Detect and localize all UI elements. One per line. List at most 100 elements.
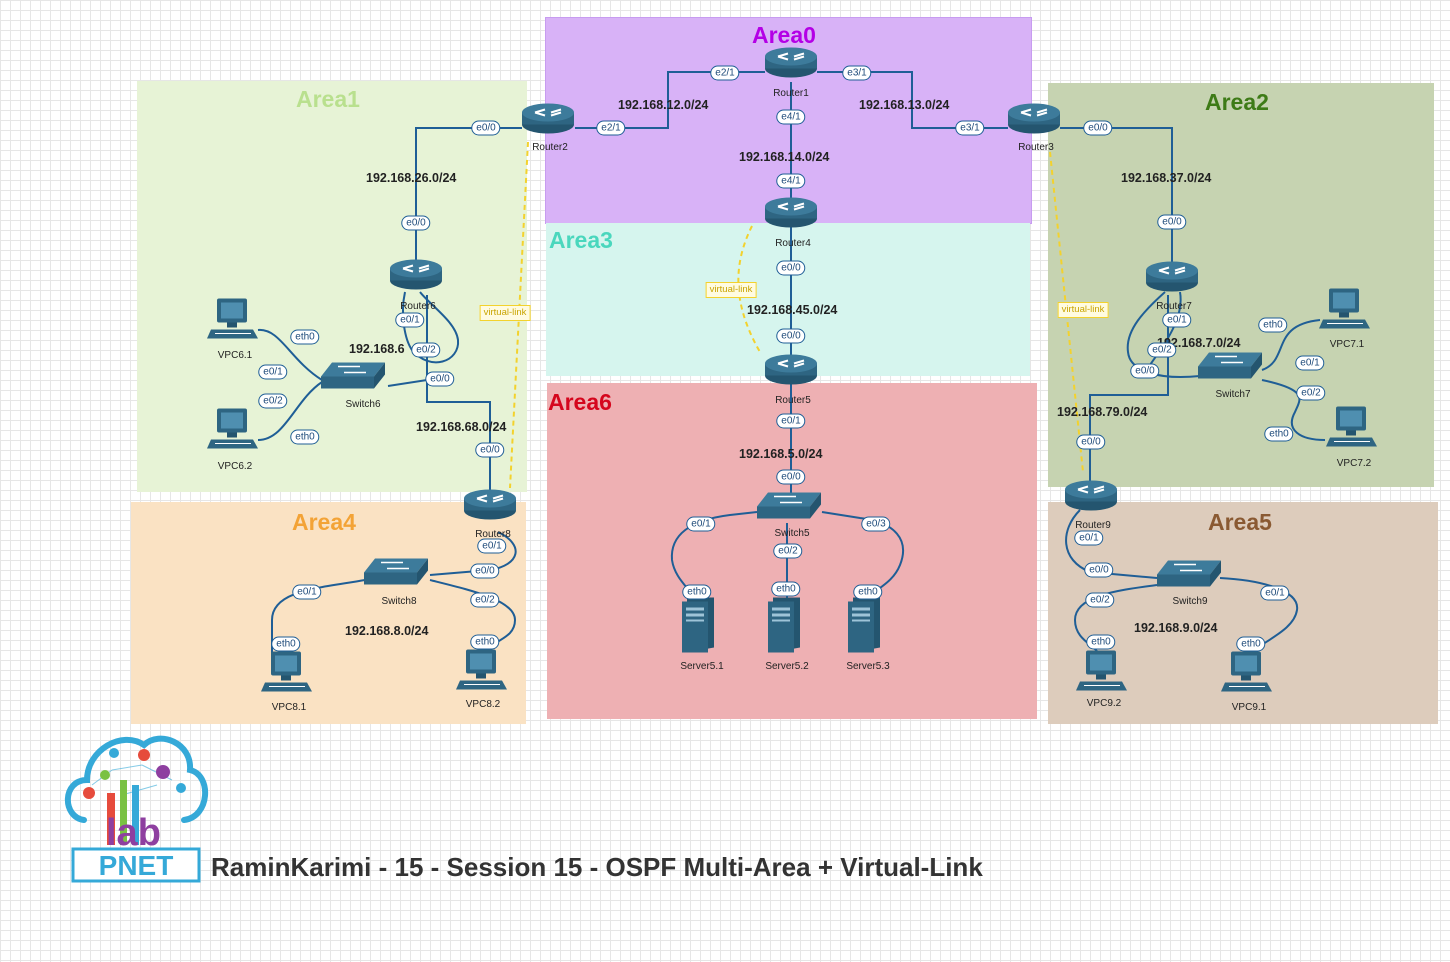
ifc-r5-e00: e0/0 — [776, 328, 806, 344]
link-sw6-vpc61 — [257, 328, 323, 381]
router3-label: Router3 — [1018, 142, 1054, 153]
vpc82-icon[interactable] — [456, 649, 508, 698]
area0-title: Area0 — [752, 22, 816, 48]
router8-icon[interactable] — [463, 487, 517, 526]
vpc71-label: VPC7.1 — [1329, 339, 1365, 350]
router2-icon[interactable] — [521, 101, 575, 140]
ifc-r3-e31: e3/1 — [955, 120, 985, 136]
vpc72-icon[interactable] — [1326, 406, 1378, 455]
ifc-sw8-e01: e0/1 — [292, 584, 322, 600]
link-r2-r6 — [415, 127, 522, 262]
vpc61-icon[interactable] — [207, 298, 259, 347]
switch5-label: Switch5 — [774, 528, 810, 539]
area1-zone — [137, 81, 527, 492]
link-sw6-vpc62 — [257, 381, 323, 441]
link-r7-sw7-b — [1149, 291, 1182, 366]
ifc-r1-e41: e4/1 — [776, 109, 806, 125]
server53-icon[interactable] — [847, 597, 881, 659]
vpc92-icon[interactable] — [1076, 650, 1128, 699]
vpc62-icon[interactable] — [207, 408, 259, 457]
area1-title: Area1 — [296, 86, 360, 112]
link-r7-r9 — [1089, 295, 1169, 485]
router2-label: Router2 — [532, 142, 568, 153]
server51-label: Server5.1 — [680, 661, 724, 672]
ifc-sw9-e00: e0/0 — [1084, 562, 1114, 578]
switch8-icon[interactable] — [363, 557, 429, 592]
net-8: 192.168.8.0/24 — [345, 624, 429, 638]
net-45: 192.168.45.0/24 — [747, 303, 838, 317]
server53-label: Server5.3 — [846, 661, 890, 672]
ifc-r1-e31: e3/1 — [842, 65, 872, 81]
ifc-vpc62-eth0: eth0 — [290, 429, 320, 445]
ifc-vpc91-eth0: eth0 — [1236, 636, 1266, 652]
ifc-sw7-e01: e0/1 — [1295, 355, 1325, 371]
ifc-sw7-e00: e0/0 — [1130, 363, 1160, 379]
vpc72-label: VPC7.2 — [1336, 458, 1372, 469]
vpc71-icon[interactable] — [1319, 288, 1371, 337]
link-r3-r7 — [1060, 127, 1173, 265]
router6-label: Router6 — [400, 301, 436, 312]
ifc-sw9-e02: e0/2 — [1085, 592, 1115, 608]
net-7: 192.168.7.0/24 — [1157, 336, 1241, 350]
router6-icon[interactable] — [389, 257, 443, 296]
ifc-vpc61-eth0: eth0 — [290, 329, 320, 345]
ifc-s53-eth0: eth0 — [853, 584, 883, 600]
ifc-r7-e00: e0/0 — [1157, 214, 1187, 230]
ifc-r1-e21: e2/1 — [710, 65, 740, 81]
ifc-r2-e00: e0/0 — [471, 120, 501, 136]
server51-icon[interactable] — [681, 597, 715, 659]
ifc-r8-e01: e0/1 — [477, 538, 507, 554]
logo-lab-text: lab — [106, 812, 161, 854]
ifc-sw7-e02: e0/2 — [1296, 385, 1326, 401]
ifc-r9-e00: e0/0 — [1076, 434, 1106, 450]
ifc-sw5-e03: e0/3 — [861, 516, 891, 532]
switch9-label: Switch9 — [1172, 596, 1208, 607]
router9-icon[interactable] — [1064, 478, 1118, 517]
vpc91-icon[interactable] — [1221, 651, 1273, 700]
link-sw9-vpc91 — [1219, 577, 1299, 656]
vpc81-icon[interactable] — [261, 651, 313, 700]
area6-title: Area6 — [548, 389, 612, 415]
ifc-sw6-e02: e0/2 — [258, 393, 288, 409]
router1-icon[interactable] — [764, 45, 818, 84]
ifc-r5-e01: e0/1 — [776, 413, 806, 429]
virtual-link-label-area1: virtual-link — [479, 305, 531, 321]
net-79: 192.168.79.0/24 — [1057, 405, 1148, 419]
ifc-sw9-e01: e0/1 — [1260, 585, 1290, 601]
ifc-sw6-e00: e0/0 — [425, 371, 455, 387]
net-13: 192.168.13.0/24 — [859, 98, 950, 112]
server52-icon[interactable] — [767, 597, 801, 659]
net-26: 192.168.26.0/24 — [366, 171, 457, 185]
area2-zone — [1048, 83, 1434, 487]
router7-icon[interactable] — [1145, 259, 1199, 298]
switch6-icon[interactable] — [320, 361, 386, 396]
switch9-icon[interactable] — [1156, 559, 1222, 594]
net-37: 192.168.37.0/24 — [1121, 171, 1212, 185]
router3-icon[interactable] — [1007, 101, 1061, 140]
virtual-link-label-area2: virtual-link — [1057, 302, 1109, 318]
switch5-icon[interactable] — [756, 491, 822, 526]
ifc-r3-e00: e0/0 — [1083, 120, 1113, 136]
link-r6-sw6 — [402, 291, 460, 364]
router7-label: Router7 — [1156, 301, 1192, 312]
vpc61-label: VPC6.1 — [217, 350, 253, 361]
switch7-label: Switch7 — [1215, 389, 1251, 400]
net-68: 192.168.68.0/24 — [416, 420, 507, 434]
vpc62-label: VPC6.2 — [217, 461, 253, 472]
vpc82-label: VPC8.2 — [465, 699, 501, 710]
net-12: 192.168.12.0/24 — [618, 98, 709, 112]
router4-label: Router4 — [775, 238, 811, 249]
ifc-sw5-e01: e0/1 — [686, 516, 716, 532]
router5-label: Router5 — [775, 395, 811, 406]
ifc-r8-e00: e0/0 — [475, 442, 505, 458]
router5-icon[interactable] — [764, 352, 818, 391]
area5-title: Area5 — [1208, 509, 1272, 535]
net-6: 192.168.6 — [349, 342, 405, 356]
router4-icon[interactable] — [764, 195, 818, 234]
ifc-s51-eth0: eth0 — [682, 584, 712, 600]
switch7-icon[interactable] — [1197, 351, 1263, 386]
ifc-sw8-e02: e0/2 — [470, 592, 500, 608]
pnetlab-logo: lab PNET — [62, 725, 212, 883]
